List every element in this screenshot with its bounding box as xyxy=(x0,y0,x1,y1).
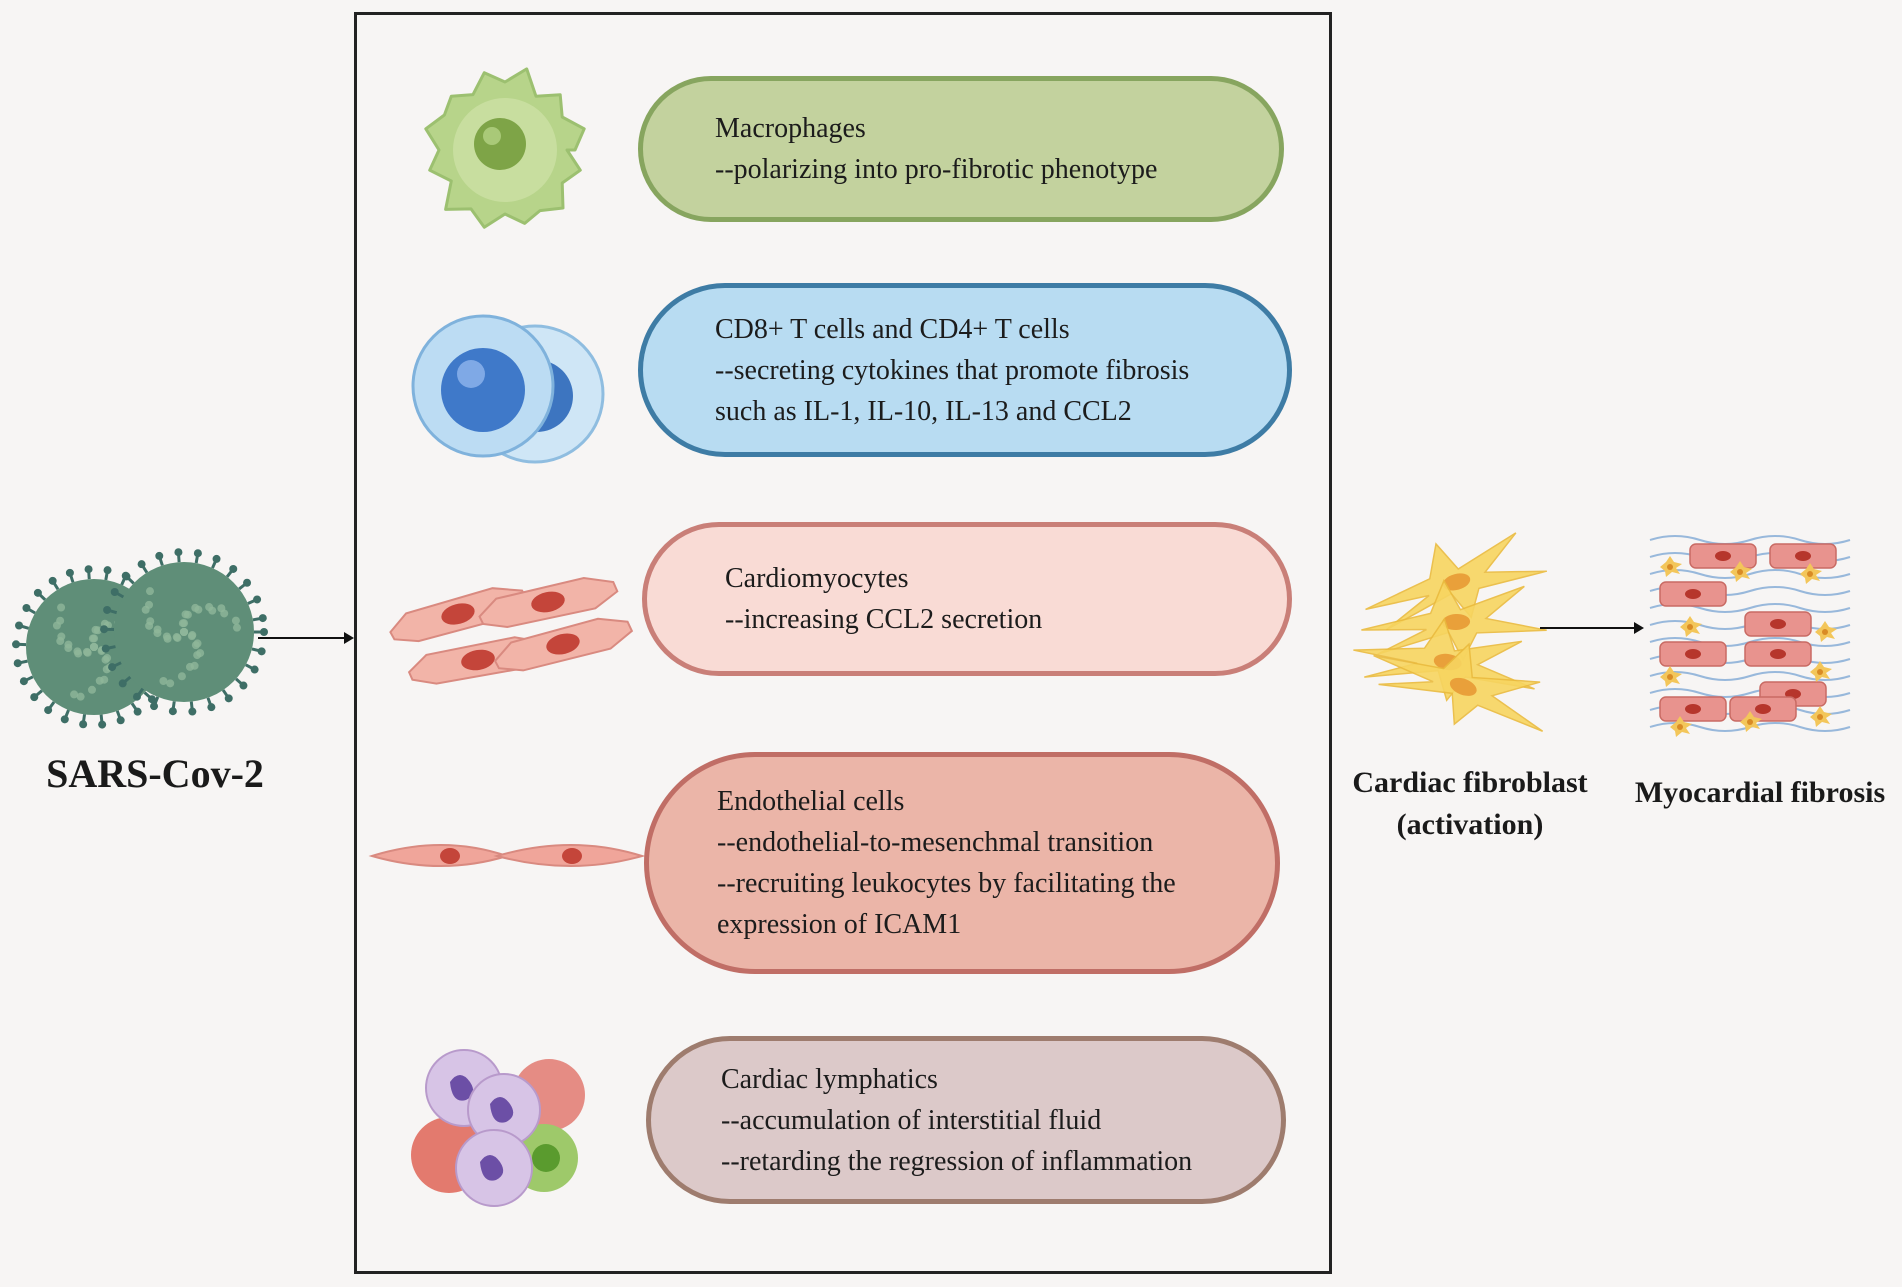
endothelial-cells-box: Endothelial cells --endothelial-to-mesen… xyxy=(644,752,1280,974)
cardiomyocytes-title: Cardiomyocytes xyxy=(725,563,909,594)
cardiac-lymphatics-box: Cardiac lymphatics --accumulation of int… xyxy=(646,1036,1286,1204)
t-cells-desc-1: --secreting cytokines that promote fibro… xyxy=(715,354,1190,386)
myocardial-fibrosis-icon xyxy=(1649,535,1851,737)
t-cells-box: CD8+ T cells and CD4+ T cells --secretin… xyxy=(638,283,1292,457)
t-cells-title: CD8+ T cells and CD4+ T cells xyxy=(715,313,1070,345)
lymphatics-icon xyxy=(411,1049,585,1207)
endothelial-desc-3: expression of ICAM1 xyxy=(717,909,962,940)
endothelial-title: Endothelial cells xyxy=(717,786,905,817)
cardiac-fibroblast-icon xyxy=(1353,532,1547,732)
cardiac-fibroblast-label-line2: (activation) xyxy=(1396,808,1544,841)
macrophages-title: Macrophages xyxy=(715,113,866,144)
lymphatics-desc-1: --accumulation of interstitial fluid xyxy=(721,1104,1102,1136)
cardiomyocytes-box: Cardiomyocytes --increasing CCL2 secreti… xyxy=(642,522,1292,676)
t-cells-desc-2: such as IL-1, IL-10, IL-13 and CCL2 xyxy=(715,395,1132,427)
myocardial-fibrosis-label: Myocardial fibrosis xyxy=(1634,776,1886,809)
endothelial-desc-1: --endothelial-to-mesenchmal transition xyxy=(717,827,1154,858)
endothelial-cells-icon xyxy=(368,844,646,867)
cardiac-fibroblast-label: Cardiac fibroblast (activation) xyxy=(1330,762,1610,846)
lymphatics-desc-2: --retarding the regression of inflammati… xyxy=(721,1145,1193,1177)
endothelial-desc-2: --recruiting leukocytes by facilitating … xyxy=(717,868,1176,899)
cardiac-fibroblast-label-line1: Cardiac fibroblast xyxy=(1352,766,1588,799)
arrow-fibroblast-to-fibrosis xyxy=(1540,622,1644,634)
sars-cov-2-virus-icon xyxy=(12,548,268,729)
arrow-virus-to-box xyxy=(258,632,354,644)
t-cells-icon xyxy=(411,314,605,464)
sars-cov-2-label: SARS-Cov-2 xyxy=(46,751,264,796)
lymphatics-title: Cardiac lymphatics xyxy=(721,1063,938,1095)
macrophage-icon xyxy=(424,67,586,229)
macrophages-desc-1: --polarizing into pro-fibrotic phenotype xyxy=(715,154,1158,185)
macrophages-box: Macrophages --polarizing into pro-fibrot… xyxy=(638,76,1284,222)
cardiomyocytes-icon xyxy=(389,577,634,685)
cardiomyocytes-desc-1: --increasing CCL2 secretion xyxy=(725,604,1043,635)
